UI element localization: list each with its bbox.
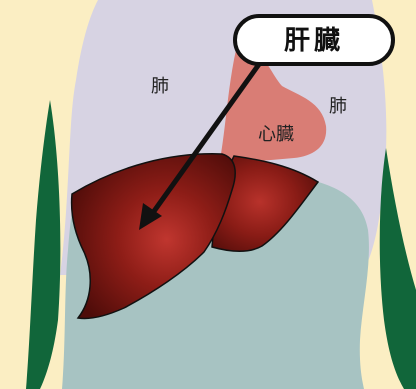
lung-left-label: 肺	[151, 76, 169, 97]
lung-right-label: 肺	[329, 96, 347, 117]
callout-label: 肝臓	[284, 26, 344, 56]
heart-label: 心臓	[258, 124, 294, 145]
